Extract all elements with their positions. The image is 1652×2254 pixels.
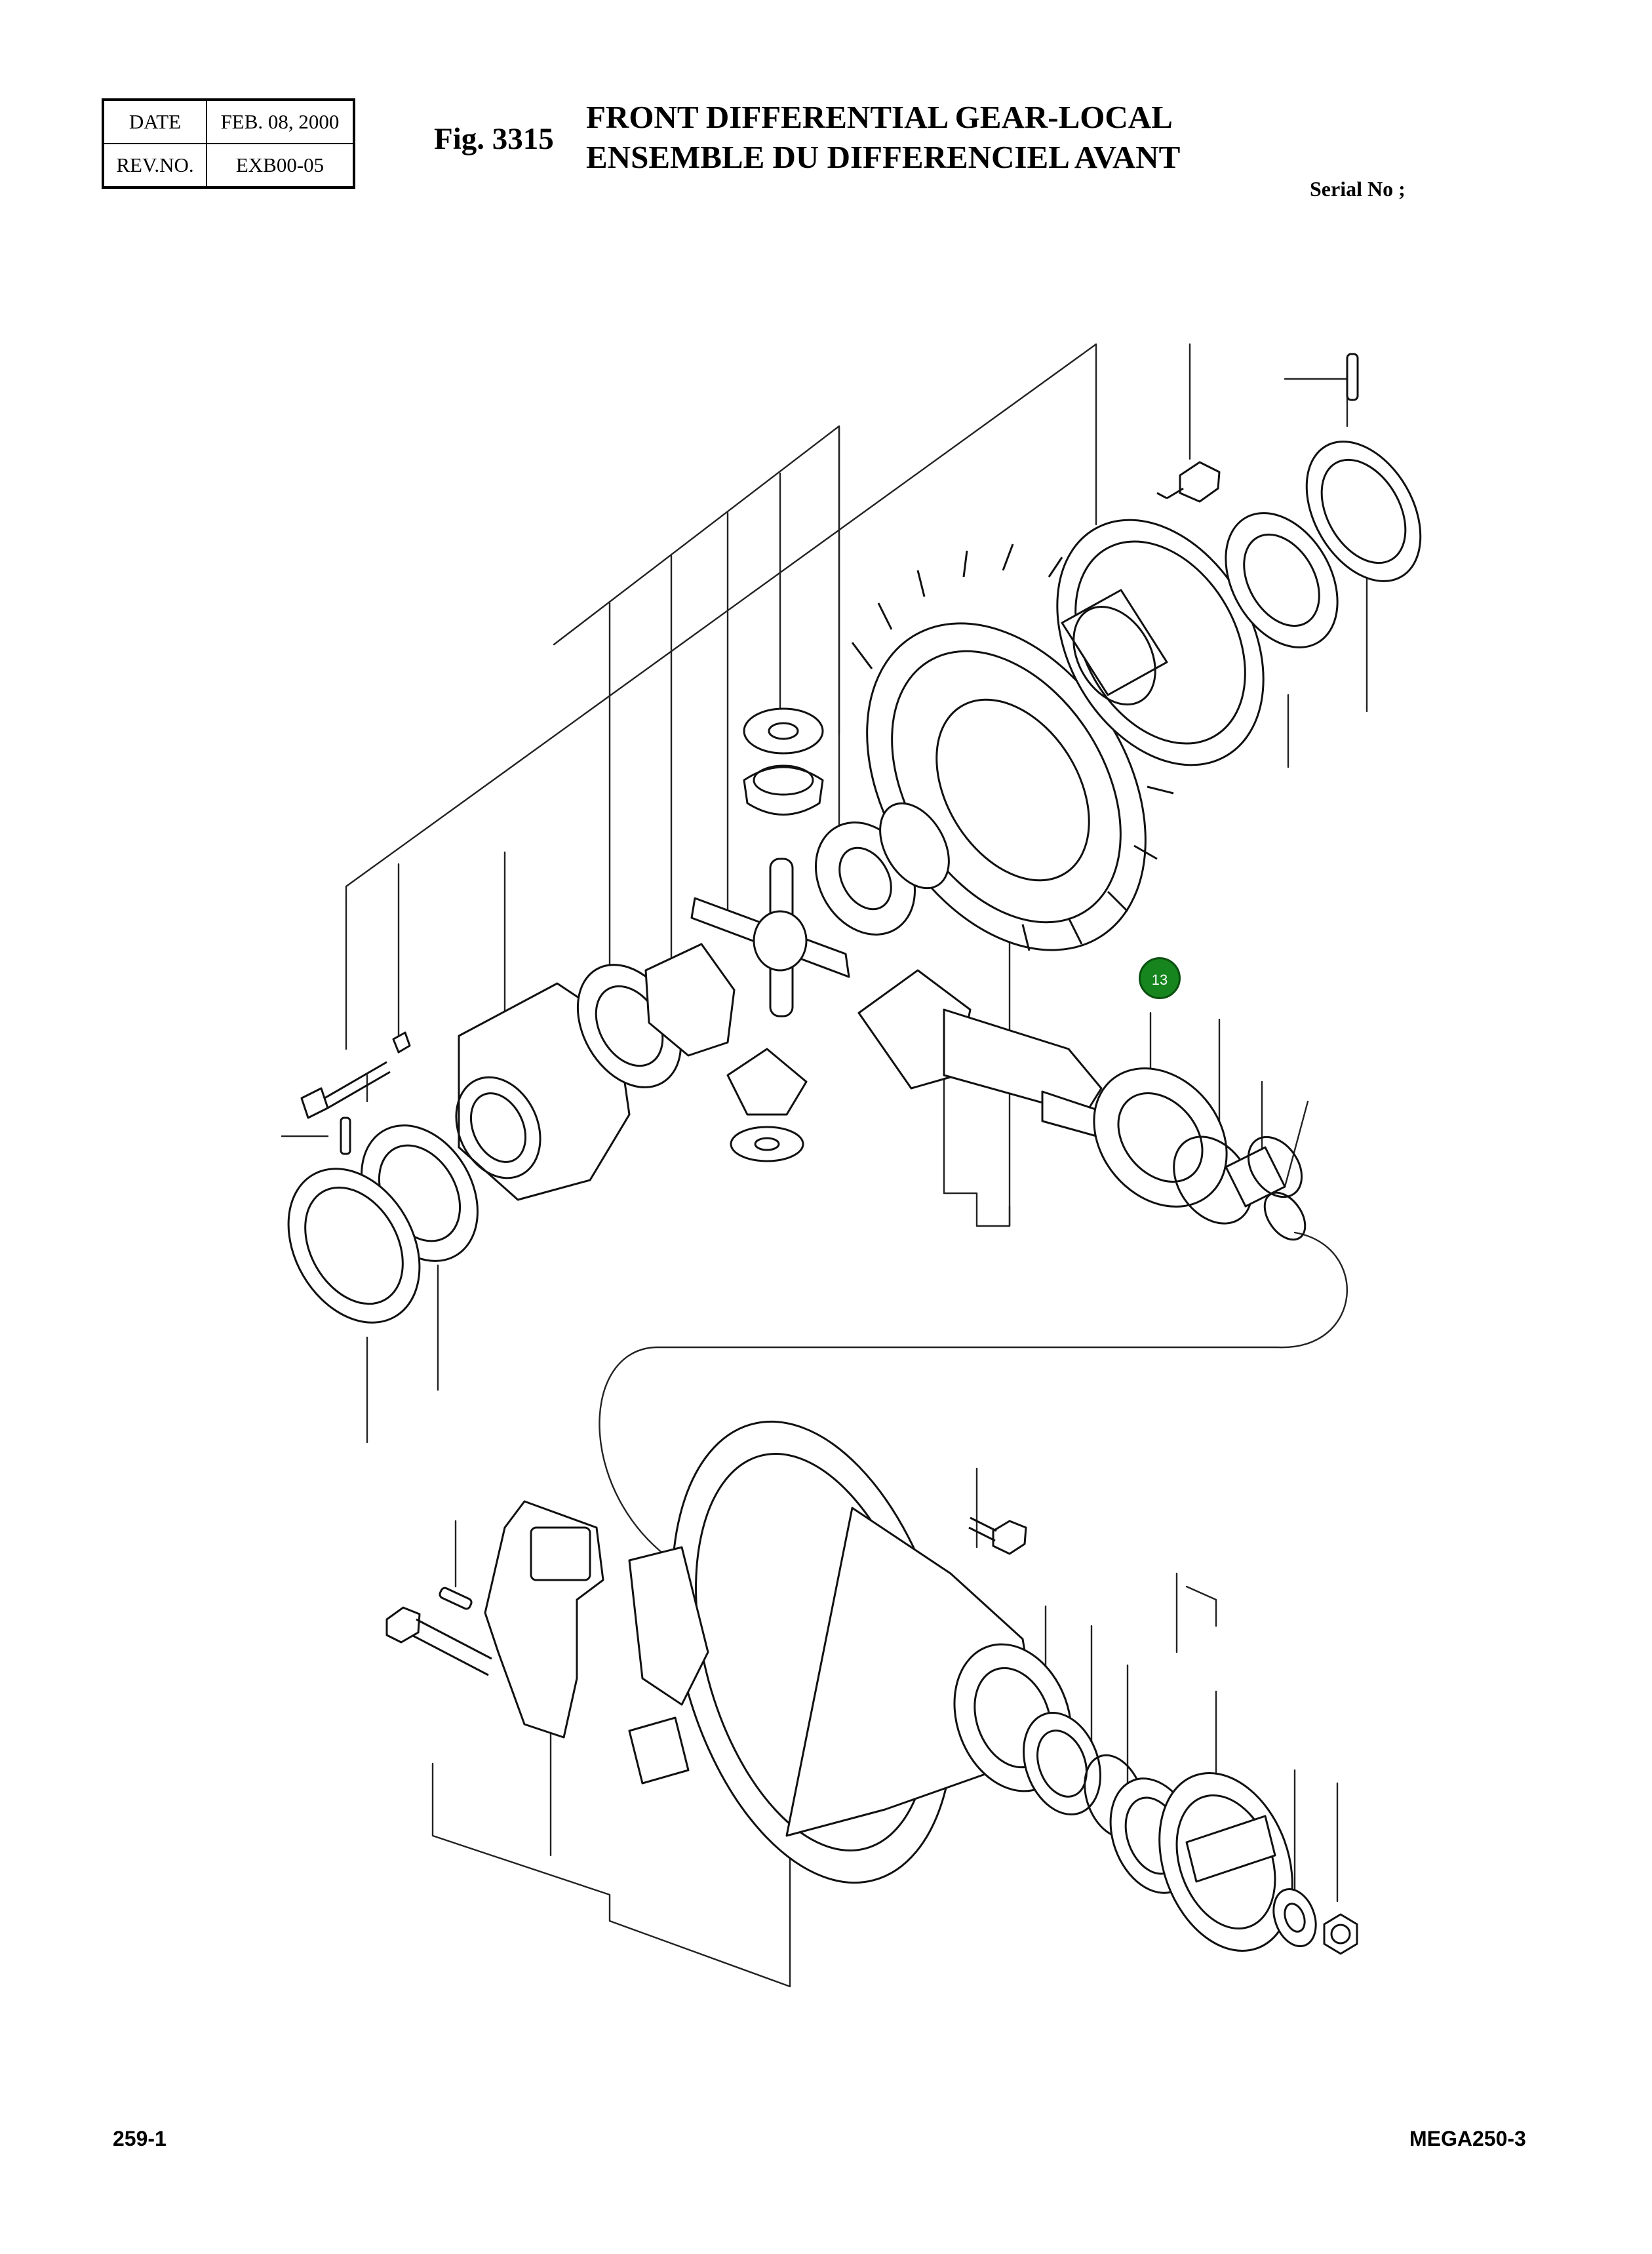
revision-info-table: DATE FEB. 08, 2000 REV.NO. EXB00-05 (102, 98, 355, 189)
adjusting-nut-right (1305, 441, 1422, 582)
differential-carrier-housing (628, 1420, 1037, 1884)
bolt-cap (385, 1606, 492, 1676)
date-value: FEB. 08, 2000 (206, 99, 355, 144)
revision-value: EXB00-05 (206, 143, 355, 188)
side-gear-right (815, 802, 950, 936)
bolt-housing (968, 1516, 1027, 1555)
side-gear-left (644, 943, 736, 1057)
pin-upper-right (1346, 353, 1359, 401)
pin-cap (439, 1587, 473, 1610)
page-number: 259-1 (113, 2127, 167, 2150)
callout-marker-13[interactable]: 13 (1139, 957, 1181, 999)
snap-ring-pinion (1263, 1191, 1307, 1241)
bearing-right (1225, 512, 1339, 648)
adjusting-nut-left (287, 1168, 421, 1324)
bearing-cap (484, 1500, 604, 1739)
model-code: MEGA250-3 (1409, 2127, 1526, 2150)
side-gear-small-top (743, 707, 824, 816)
pinion-gear-bottom (726, 1048, 808, 1162)
companion-flange (1158, 1771, 1293, 1952)
washer-flange (1272, 1888, 1317, 1948)
figure-title-french: ENSEMBLE DU DIFFERENCIEL AVANT (586, 139, 1181, 175)
spider-cross-shaft (690, 858, 850, 1018)
lock-nut-flange (1323, 1913, 1358, 1955)
serial-number-label: Serial No ; (1310, 177, 1406, 201)
sleeve-pinion (1225, 1136, 1303, 1208)
figure-number: Fig. 3315 (434, 122, 554, 156)
revision-label: REV.NO. (102, 143, 207, 188)
date-label: DATE (102, 99, 207, 144)
figure-title: FRONT DIFFERENTIAL GEAR-LOCAL ENSEMBLE D… (586, 97, 1180, 177)
pinion-gear (857, 969, 1112, 1139)
bolt-upper-right (1156, 461, 1221, 503)
pinion-bearing-outer (1023, 1712, 1101, 1815)
differential-case-half-right (1056, 519, 1265, 766)
bearing-pinion (1093, 1067, 1228, 1208)
figure-title-english: FRONT DIFFERENTIAL GEAR-LOCAL (586, 99, 1173, 135)
pin-left (340, 1117, 351, 1155)
bolt-left (300, 1061, 391, 1119)
lock-plate-left (392, 1031, 411, 1054)
leader-lines-upper (281, 343, 1368, 1568)
